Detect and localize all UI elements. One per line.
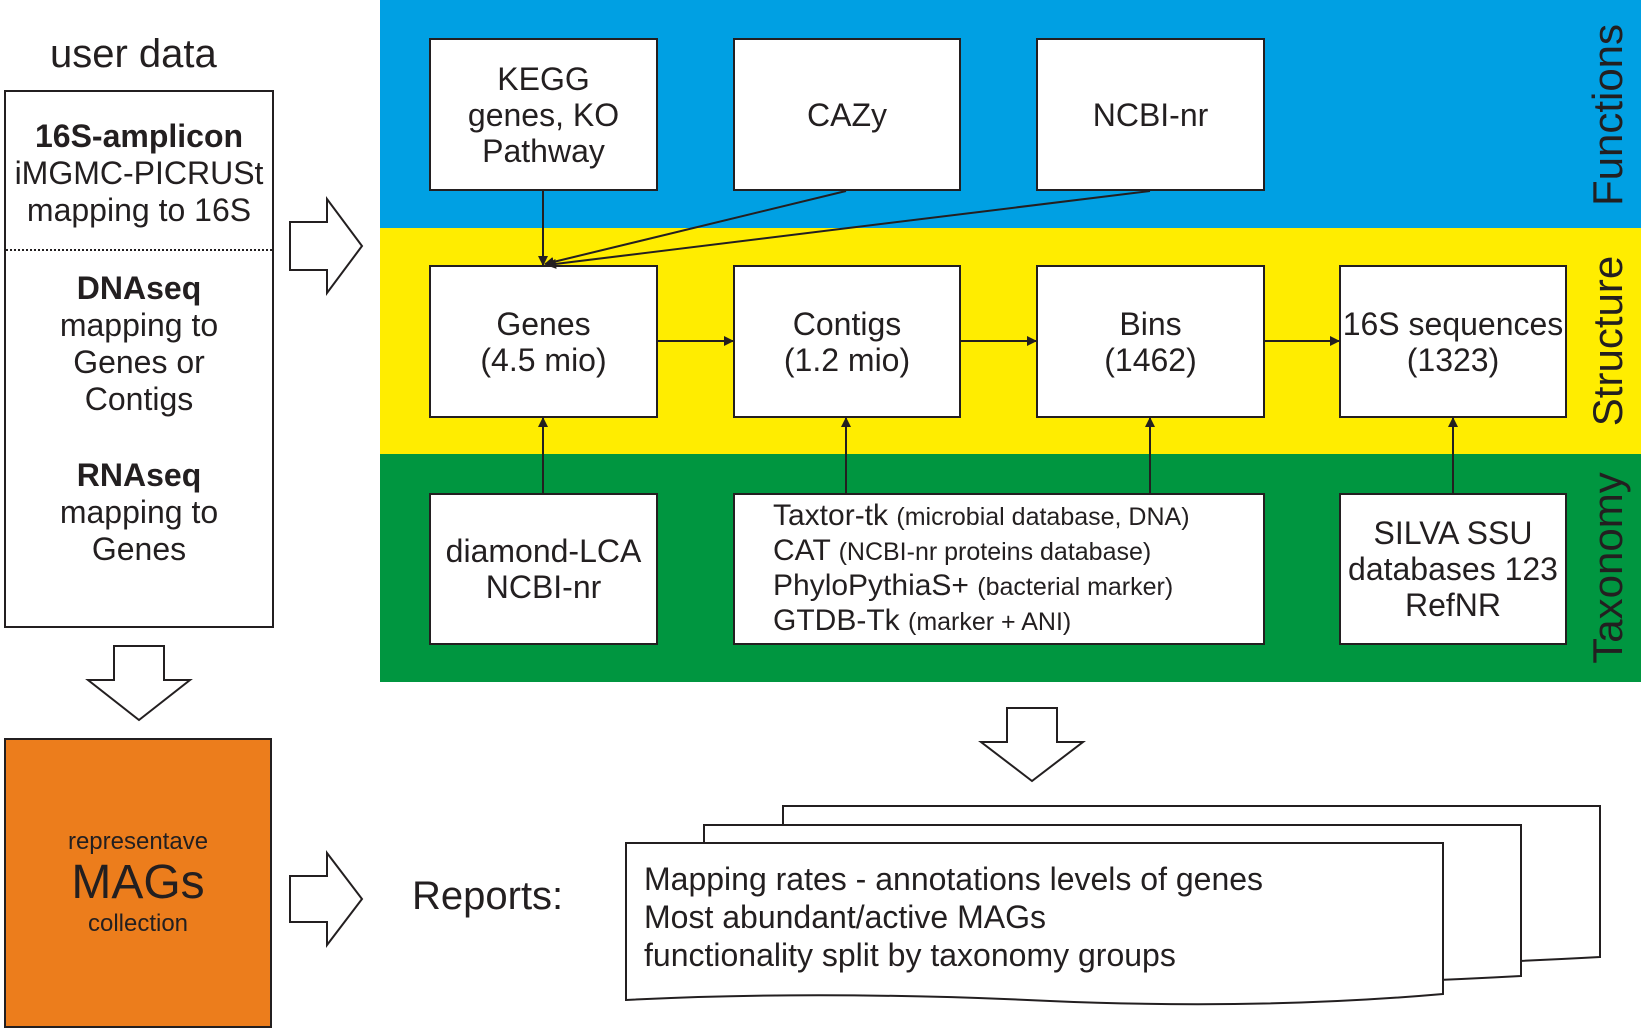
bins-count: (1462) bbox=[1104, 341, 1197, 378]
cazy-label: CAZy bbox=[807, 96, 887, 133]
mags-to-reports-arrow bbox=[289, 850, 364, 948]
rnaseq-section: RNAseq mapping to Genes bbox=[5, 457, 273, 568]
kegg-line-2: genes, KO bbox=[467, 96, 620, 133]
dnaseq-heading: DNAseq bbox=[76, 270, 202, 306]
tool-row: Taxtor-tk (microbial database, DNA) bbox=[773, 499, 1190, 534]
report-page-front bbox=[625, 842, 1444, 1006]
user-data-to-pipeline-arrow bbox=[289, 195, 364, 297]
reports-label: Reports: bbox=[412, 874, 564, 918]
kegg-line-3: Pathway bbox=[482, 132, 605, 169]
contigs-title: Contigs bbox=[792, 305, 902, 342]
mags-line-1: representave bbox=[67, 828, 209, 855]
report-line-2: Most abundant/active MAGs bbox=[644, 899, 1046, 935]
amplicon-line-2: mapping to 16S bbox=[26, 192, 252, 228]
tool-note: (microbial database, DNA) bbox=[896, 503, 1190, 531]
silva-line-3: RefNR bbox=[1404, 587, 1501, 623]
user-data-title: user data bbox=[50, 32, 217, 76]
diamond-lca-box: diamond-LCA NCBI-nr bbox=[429, 493, 658, 645]
mags-line-2: MAGs bbox=[71, 856, 205, 909]
tool-row: CAT (NCBI-nr proteins database) bbox=[773, 534, 1151, 569]
silva-line-2: databases 123 bbox=[1348, 551, 1558, 587]
diamond-line-1: diamond-LCA bbox=[445, 533, 642, 569]
mags-line-3: collection bbox=[87, 910, 189, 937]
user-data-to-mags-arrow bbox=[85, 645, 193, 722]
tool-name: PhyloPythiaS+ bbox=[773, 569, 969, 602]
tool-name: CAT bbox=[773, 534, 831, 567]
silva-box: SILVA SSU databases 123 RefNR bbox=[1339, 493, 1567, 645]
amplicon-heading: 16S-amplicon bbox=[34, 118, 244, 154]
report-line-3: functionality split by taxonomy groups bbox=[644, 937, 1176, 973]
rnaseq-line-1: mapping to bbox=[59, 494, 219, 530]
contigs-box: Contigs (1.2 mio) bbox=[733, 265, 961, 418]
amplicon-section: 16S-amplicon iMGMC-PICRUSt mapping to 16… bbox=[5, 118, 273, 229]
cazy-to-genes-arrow bbox=[544, 190, 847, 267]
tool-note: (bacterial marker) bbox=[977, 573, 1174, 601]
tool-name: GTDB-Tk bbox=[773, 604, 900, 637]
tool-note: (NCBI-nr proteins database) bbox=[838, 538, 1152, 566]
user-data-box bbox=[4, 90, 274, 628]
16s-sequences-box: 16S sequences (1323) bbox=[1339, 265, 1567, 418]
mags-collection-box: representave MAGs collection bbox=[4, 738, 272, 1028]
report-lines: Mapping rates - annotations levels of ge… bbox=[644, 860, 1263, 974]
ncbi-nr-function-box: NCBI-nr bbox=[1036, 38, 1265, 191]
user-data-divider bbox=[6, 249, 272, 251]
bins-title: Bins bbox=[1119, 305, 1182, 342]
dnaseq-line-2: Genes or bbox=[73, 344, 205, 380]
taxonomy-tools-box: Taxtor-tk (microbial database, DNA) CAT … bbox=[733, 493, 1265, 645]
pipeline-to-reports-arrow bbox=[978, 707, 1086, 783]
16s-title: 16S sequences bbox=[1342, 305, 1564, 342]
rnaseq-heading: RNAseq bbox=[76, 457, 202, 493]
genes-count: (4.5 mio) bbox=[480, 341, 607, 378]
kegg-line-1: KEGG bbox=[497, 60, 590, 97]
dnaseq-line-3: Contigs bbox=[84, 381, 194, 417]
amplicon-line-1: iMGMC-PICRUSt bbox=[14, 155, 264, 191]
report-line-1: Mapping rates - annotations levels of ge… bbox=[644, 861, 1264, 897]
tool-row: GTDB-Tk (marker + ANI) bbox=[773, 604, 1071, 639]
cazy-box: CAZy bbox=[733, 38, 961, 191]
tool-name: Taxtor-tk bbox=[773, 499, 889, 532]
16s-count: (1323) bbox=[1406, 341, 1500, 378]
ncbi-to-genes-arrow bbox=[546, 190, 1151, 269]
rnaseq-line-2: Genes bbox=[91, 531, 187, 567]
dnaseq-line-1: mapping to bbox=[59, 307, 219, 343]
dnaseq-section: DNAseq mapping to Genes or Contigs bbox=[5, 270, 273, 418]
genes-title: Genes bbox=[496, 305, 591, 342]
kegg-box: KEGG genes, KO Pathway bbox=[429, 38, 658, 191]
ncbi-nr-function-label: NCBI-nr bbox=[1092, 96, 1209, 133]
tool-note: (marker + ANI) bbox=[908, 608, 1072, 636]
silva-line-1: SILVA SSU bbox=[1373, 515, 1533, 551]
bins-box: Bins (1462) bbox=[1036, 265, 1265, 418]
contigs-count: (1.2 mio) bbox=[783, 341, 911, 378]
tool-row: PhyloPythiaS+ (bacterial marker) bbox=[773, 569, 1173, 604]
diamond-line-2: NCBI-nr bbox=[485, 569, 602, 605]
